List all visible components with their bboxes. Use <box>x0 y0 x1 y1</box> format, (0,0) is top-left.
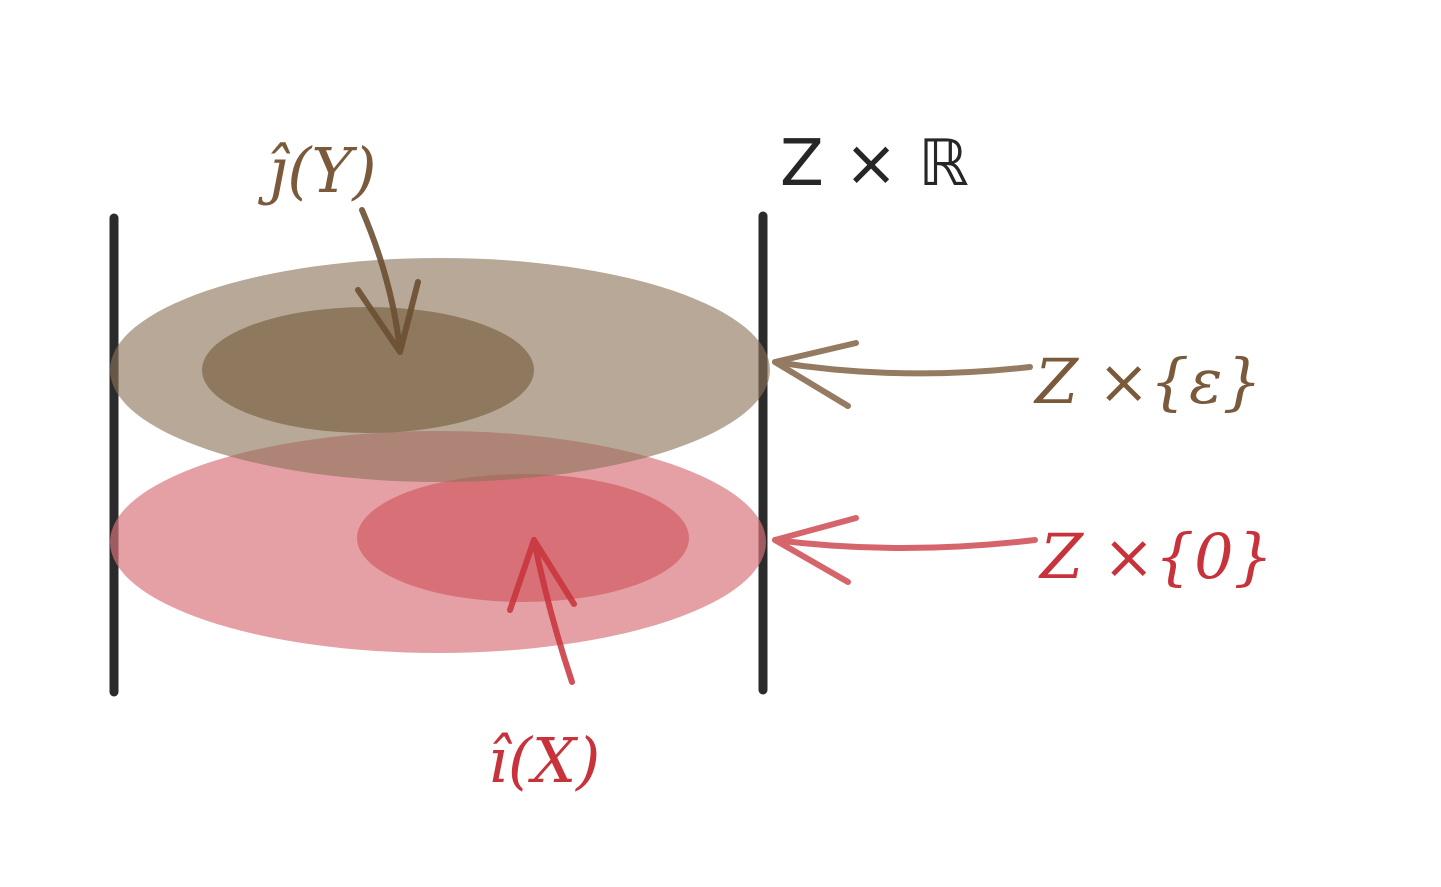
lower-image-region <box>357 474 689 602</box>
upper-slice-label: Z ×{ε} <box>1033 345 1262 418</box>
space-label: Z × ℝ <box>780 127 969 201</box>
upper-image-arrow <box>355 207 421 355</box>
upper-image-region <box>202 307 534 433</box>
upper-image-label: ĵ(Y) <box>257 134 377 207</box>
lower-slice-arrow <box>772 515 1038 585</box>
lower-slice-label: Z ×{0} <box>1038 520 1273 593</box>
lower-image-label: î(X) <box>488 724 600 797</box>
upper-slice-arrow <box>772 340 1033 409</box>
lower-image-arrow <box>507 537 577 685</box>
